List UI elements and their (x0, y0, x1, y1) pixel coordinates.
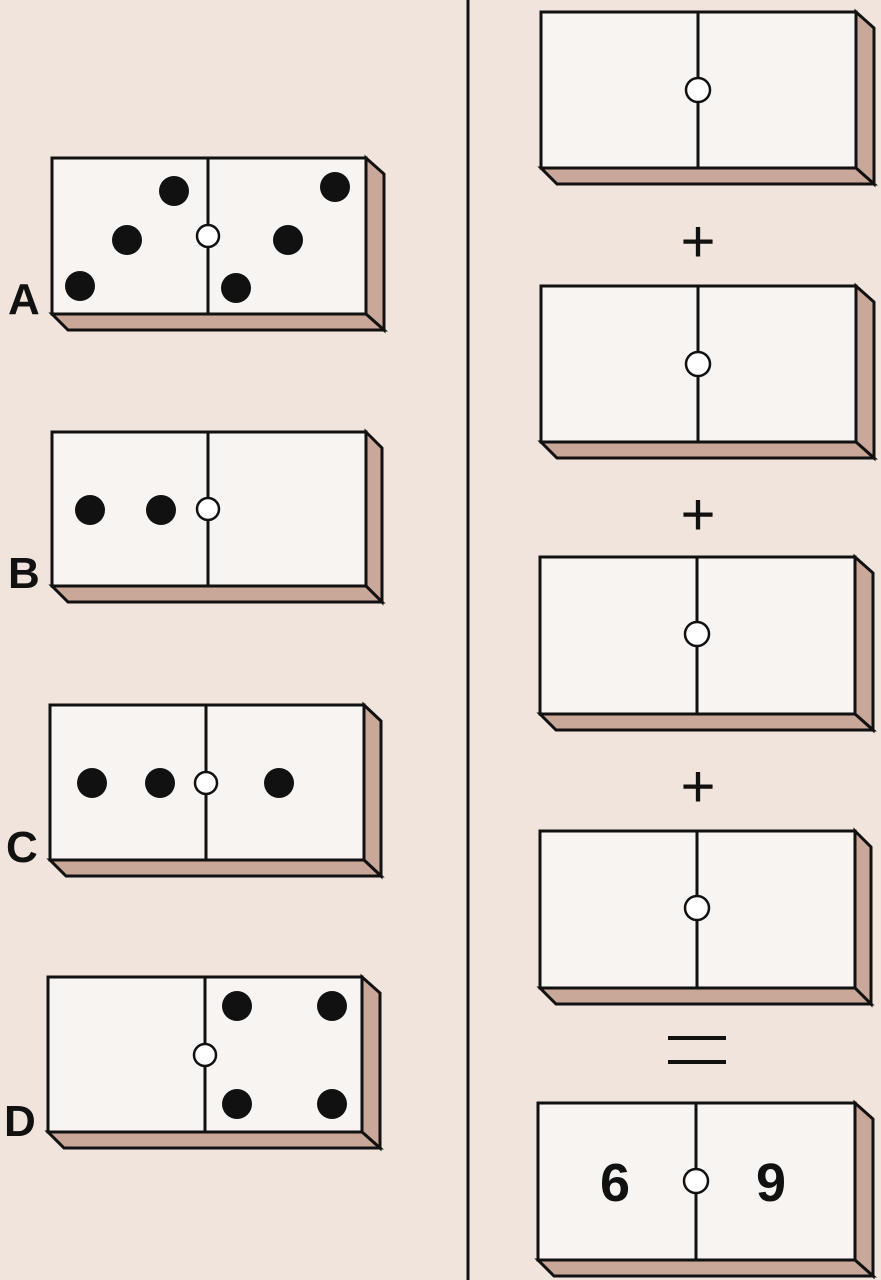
domino-d (48, 977, 380, 1148)
center-pin (684, 1169, 708, 1193)
pip (222, 1089, 252, 1119)
pip (159, 176, 189, 206)
domino-bottom (541, 168, 874, 184)
domino-side (855, 557, 873, 730)
plus-sign-2: + (680, 481, 715, 548)
domino-label-a: A (8, 275, 40, 324)
domino-bottom (52, 586, 382, 602)
plus-sign-3: + (680, 753, 715, 820)
center-pin (195, 772, 217, 794)
center-pin (685, 896, 709, 920)
domino-bottom (538, 1260, 873, 1276)
domino-label-c: C (6, 823, 38, 872)
domino-label-b: B (8, 549, 40, 598)
center-pin (686, 352, 710, 376)
pip (221, 273, 251, 303)
center-pin (197, 225, 219, 247)
domino-b (52, 432, 382, 602)
blank-domino-4 (540, 831, 871, 1004)
domino-bottom (52, 314, 384, 330)
domino-side (856, 286, 874, 458)
domino-side (362, 977, 380, 1148)
domino-side (856, 12, 874, 184)
result-right-number: 9 (756, 1153, 786, 1213)
center-pin (685, 622, 709, 646)
domino-a (52, 158, 384, 330)
domino-side (364, 705, 381, 876)
result-left-number: 6 (600, 1153, 630, 1213)
domino-side (366, 158, 384, 330)
result-domino: 6 9 (538, 1103, 873, 1276)
domino-bottom (50, 860, 381, 876)
domino-c (50, 705, 381, 876)
domino-bottom (541, 442, 874, 458)
plus-sign-1: + (680, 208, 715, 275)
pip (75, 495, 105, 525)
center-pin (194, 1044, 216, 1066)
pip (65, 271, 95, 301)
blank-domino-3 (540, 557, 873, 730)
pip (264, 768, 294, 798)
pip (317, 991, 347, 1021)
pip (273, 225, 303, 255)
center-pin (197, 498, 219, 520)
domino-side (855, 1103, 873, 1276)
pip (146, 495, 176, 525)
domino-side (366, 432, 382, 602)
pip (222, 991, 252, 1021)
blank-domino-2 (541, 286, 874, 458)
pip (145, 768, 175, 798)
domino-bottom (540, 714, 873, 730)
equals-sign: = (668, 1038, 726, 1062)
blank-domino-1 (541, 12, 874, 184)
pip (320, 172, 350, 202)
domino-bottom (48, 1132, 380, 1148)
domino-side (855, 831, 871, 1004)
pip (317, 1089, 347, 1119)
pip (77, 768, 107, 798)
pip (112, 225, 142, 255)
domino-label-d: D (4, 1097, 36, 1146)
center-pin (686, 78, 710, 102)
domino-bottom (540, 988, 871, 1004)
